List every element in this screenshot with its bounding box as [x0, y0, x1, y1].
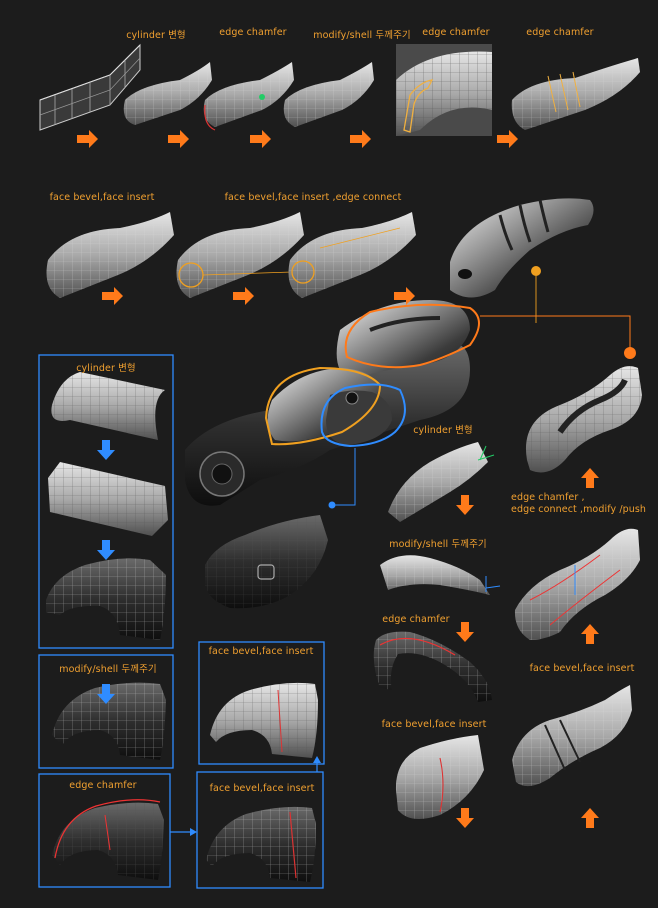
- orange-arrow-down-icon: [456, 495, 474, 515]
- row2-step-bevel-connect-b-mesh: [288, 212, 416, 298]
- right-chamfer-mesh: [373, 631, 492, 702]
- label-right-chamfer-connect-1: edge chamfer ,: [511, 492, 585, 503]
- label-right-chamfer-connect-2: edge connect ,modify /push: [511, 504, 647, 515]
- right-bevel-left-mesh: [395, 735, 484, 819]
- label-row1-chamfer-c: edge chamfer: [526, 27, 594, 38]
- row1-chamfer-closeup: [396, 44, 492, 136]
- orange-arrow-right-icon: [394, 287, 415, 305]
- label-right-shell: modify/shell 두께주기: [389, 539, 487, 550]
- panel-bevel-top-mesh: [210, 682, 318, 758]
- row2-step-bevel-mesh: [46, 212, 174, 298]
- label-panel-chamfer: edge chamfer: [69, 780, 137, 791]
- orange-arrow-right-icon: [250, 130, 271, 148]
- label-right-cylinder: cylinder 변형: [413, 425, 473, 436]
- label-row1-chamfer-b: edge chamfer: [422, 27, 490, 38]
- center-dark-fender-part: [205, 515, 328, 609]
- callout-orange-outline: [344, 303, 480, 369]
- label-panel-bevel-bottom: face bevel,face insert: [209, 783, 315, 794]
- orange-arrow-down-icon: [456, 622, 474, 642]
- panel-bevel-top-box: [198, 641, 325, 765]
- panel-bevel-bottom-mesh: [206, 806, 316, 882]
- panel-cylinder-mesh-1: [51, 372, 165, 440]
- callout-blue-dot: [328, 501, 336, 509]
- panel-bevel-bottom-box: [196, 771, 324, 889]
- right-bevel-right-mesh: [512, 685, 632, 787]
- callout-blue-outline: [320, 383, 406, 448]
- panel-connector-arrow: [170, 828, 197, 836]
- label-panel-shell: modify/shell 두께주기: [59, 664, 157, 675]
- blue-arrow-down-icon: [97, 684, 115, 704]
- label-row2-bevel: face bevel,face insert: [49, 192, 155, 203]
- row1-step-chamfer-b-mesh: [203, 62, 294, 131]
- panel-chamfer-mesh: [52, 799, 164, 880]
- orange-arrow-up-icon: [581, 624, 599, 644]
- right-push-mesh: [514, 528, 640, 640]
- panel-connector-up-arrow: [313, 756, 321, 772]
- orange-arrow-right-icon: [77, 130, 98, 148]
- label-right-bevel-left: face bevel,face insert: [381, 719, 487, 730]
- row2-step-bevel-connect-a-mesh: [176, 212, 304, 298]
- row1-step-cylinder-mesh: [39, 43, 141, 131]
- blue-arrow-down-icon: [97, 540, 115, 560]
- callout-orange-line: [480, 315, 631, 348]
- label-right-chamfer: edge chamfer: [382, 614, 450, 625]
- row1-step-chamfer-a-mesh: [123, 62, 212, 125]
- panel-cylinder-mesh-3: [46, 558, 166, 640]
- right-final-shell-mesh: [525, 366, 642, 473]
- label-row1-cylinder: cylinder 변형: [126, 30, 186, 41]
- callout-orange-dot: [624, 347, 636, 359]
- orange-arrow-right-icon: [497, 130, 518, 148]
- panel-cylinder-box: [38, 354, 174, 649]
- row2-glossy-result: [450, 198, 594, 298]
- panel-cylinder-mesh-2: [48, 462, 168, 536]
- orange-arrow-down-icon: [456, 808, 474, 828]
- orange-arrow-right-icon: [168, 130, 189, 148]
- orange-arrow-right-icon: [102, 287, 123, 305]
- label-row1-chamfer-a: edge chamfer: [219, 27, 287, 38]
- callout-connector-line: [202, 271, 293, 276]
- label-panel-cylinder: cylinder 변형: [76, 363, 136, 374]
- right-shell-mesh: [380, 555, 501, 595]
- label-right-bevel-right: face bevel,face insert: [529, 663, 635, 674]
- label-row2-bevel-connect: face bevel,face insert ,edge connect: [224, 192, 402, 203]
- blue-arrow-down-icon: [97, 440, 115, 460]
- label-panel-bevel-top: face bevel,face insert: [208, 646, 314, 657]
- right-cylinder-mesh: [388, 442, 495, 522]
- callout-blue-line: [335, 448, 356, 506]
- orange-arrow-up-icon: [581, 808, 599, 828]
- panel-shell-box: [38, 654, 174, 769]
- callout-yellow-dot: [531, 266, 541, 276]
- panel-chamfer-box: [38, 773, 171, 888]
- orange-arrow-up-icon: [581, 468, 599, 488]
- panel-shell-mesh: [52, 682, 166, 760]
- orange-arrow-right-icon: [233, 287, 254, 305]
- label-row1-shell: modify/shell 두께주기: [313, 30, 411, 41]
- row1-step-shell-mesh: [283, 62, 374, 127]
- row1-step-chamfer-c-mesh: [511, 58, 640, 130]
- orange-arrow-right-icon: [350, 130, 371, 148]
